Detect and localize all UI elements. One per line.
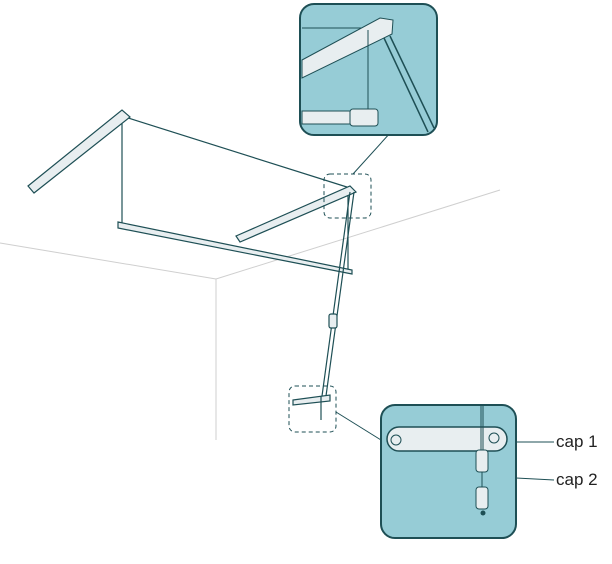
ceiling-bracket-right <box>235 185 358 243</box>
rack-assembly <box>27 109 358 420</box>
callout-bottom <box>380 404 517 539</box>
cord-weight <box>328 313 338 329</box>
ceiling-bracket-left <box>27 109 131 194</box>
cap-2-shape <box>475 486 489 510</box>
callout-top <box>299 3 438 136</box>
cap-1-label: cap 1 <box>556 432 598 451</box>
cap-1-shape <box>475 449 489 473</box>
room-corner <box>0 189 501 440</box>
cord-cleat <box>292 394 331 406</box>
callout-markers <box>288 173 372 433</box>
cap-2-label: cap 2 <box>556 470 598 489</box>
hanging-rod <box>117 221 353 275</box>
